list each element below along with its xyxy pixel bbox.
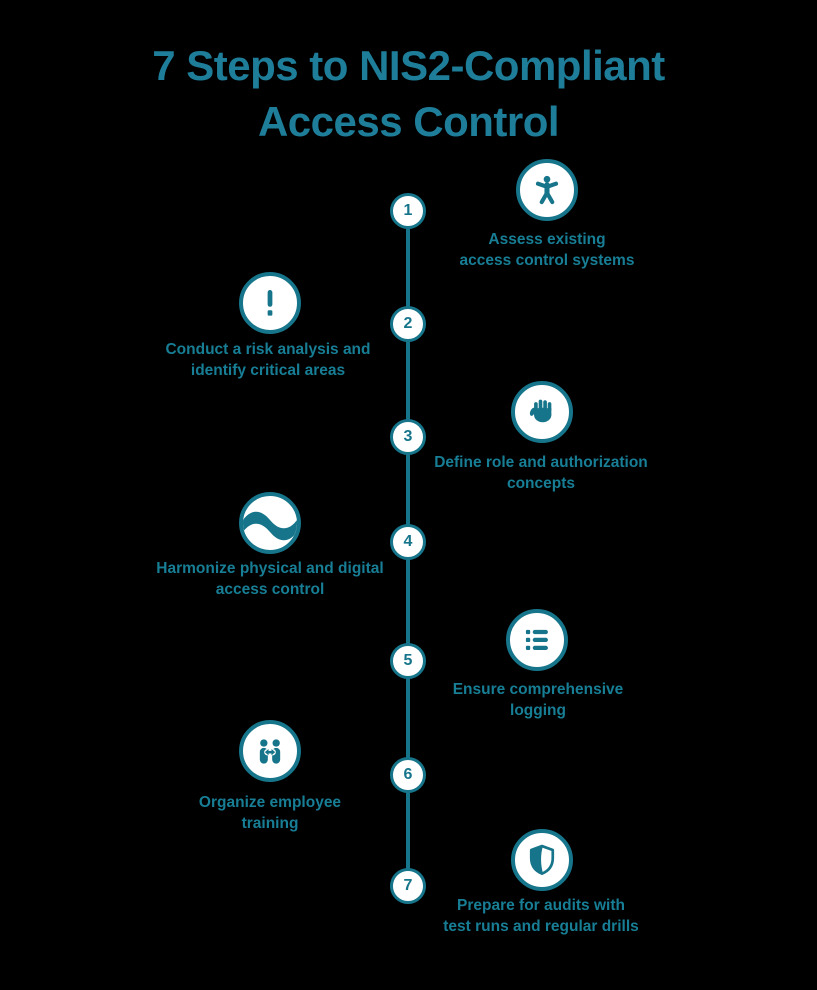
- people-exchange-icon: [250, 731, 290, 771]
- step-5-number: 5: [390, 643, 426, 679]
- hand-icon: [523, 393, 561, 431]
- step-2-label: Conduct a risk analysis and identify cri…: [165, 341, 371, 379]
- step-4-number: 4: [390, 524, 426, 560]
- step-2-number: 2: [390, 306, 426, 342]
- page-title: 7 Steps to NIS2-Compliant Access Control: [0, 38, 817, 150]
- step-6-number: 6: [390, 757, 426, 793]
- step-6-icon-circle: [239, 720, 301, 782]
- step-2-icon-circle: [239, 272, 301, 334]
- step-4-icon-circle: [239, 492, 301, 554]
- step-7-number: 7: [390, 868, 426, 904]
- page-title-line2: Access Control: [257, 98, 560, 145]
- step-1-number: 1: [390, 193, 426, 229]
- exclamation-icon: [251, 284, 289, 322]
- page-title-line1: 7 Steps to NIS2-Compliant: [152, 42, 665, 89]
- step-1-icon-circle: [516, 159, 578, 221]
- step-3-icon-circle: [511, 381, 573, 443]
- step-3-number: 3: [390, 419, 426, 455]
- step-5-icon-circle: [506, 609, 568, 671]
- step-5-label: Ensure comprehensive logging: [452, 681, 624, 719]
- step-7-icon-circle: [511, 829, 573, 891]
- step-7-label: Prepare for audits with test runs and re…: [443, 897, 639, 935]
- accessibility-icon: [528, 171, 566, 209]
- step-4-label: Harmonize physical and digital access co…: [156, 560, 384, 598]
- wave-icon: [243, 496, 297, 550]
- step-6-label: Organize employee training: [198, 794, 342, 832]
- list-icon: [518, 621, 556, 659]
- shield-icon: [523, 841, 561, 879]
- step-3-label: Define role and authorization concepts: [434, 454, 648, 492]
- step-1-label: Assess existing access control systems: [459, 231, 635, 269]
